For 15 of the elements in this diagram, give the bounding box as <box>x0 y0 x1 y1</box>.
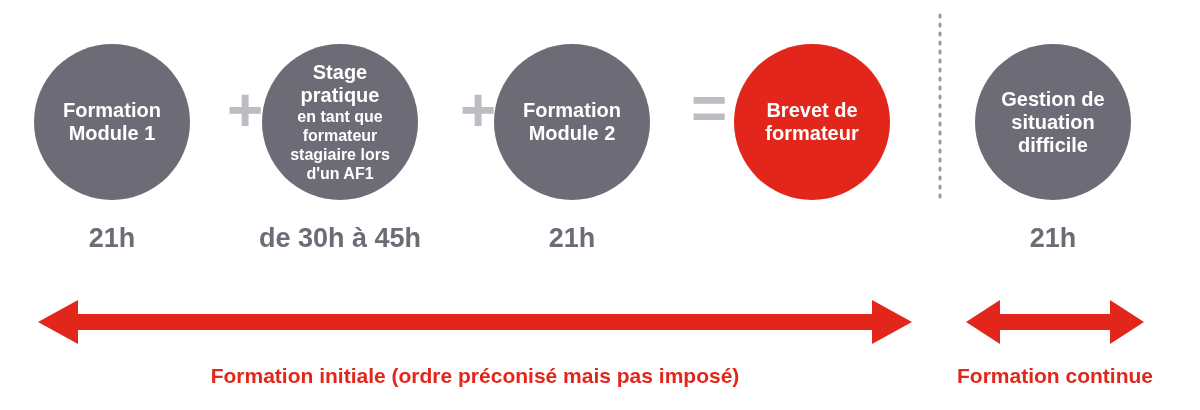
span-label: Formation continue <box>957 364 1153 388</box>
duration-text: 21h <box>1029 223 1077 254</box>
equals-sign: = <box>690 80 728 136</box>
plus-sign: + <box>226 82 264 138</box>
node-title: Brevet de formateur <box>764 99 860 145</box>
duration-text: de 30h à 45h <box>258 223 422 254</box>
node-text: en tant que formateur stagiaire lors d'un AF1 <box>289 107 391 183</box>
duration-text: 21h <box>88 223 136 254</box>
node-title: Formation Module 2 <box>522 99 622 145</box>
plus-sign: + <box>459 82 497 138</box>
duration-text: 21h <box>548 223 596 254</box>
node-title: Gestion de situation difficile <box>1000 87 1106 157</box>
node-title: Formation Module 1 <box>62 99 162 145</box>
node-title: Stage pratique <box>299 61 381 107</box>
span-label: Formation initiale (ordre préconisé mais pas imposé) <box>210 364 740 388</box>
